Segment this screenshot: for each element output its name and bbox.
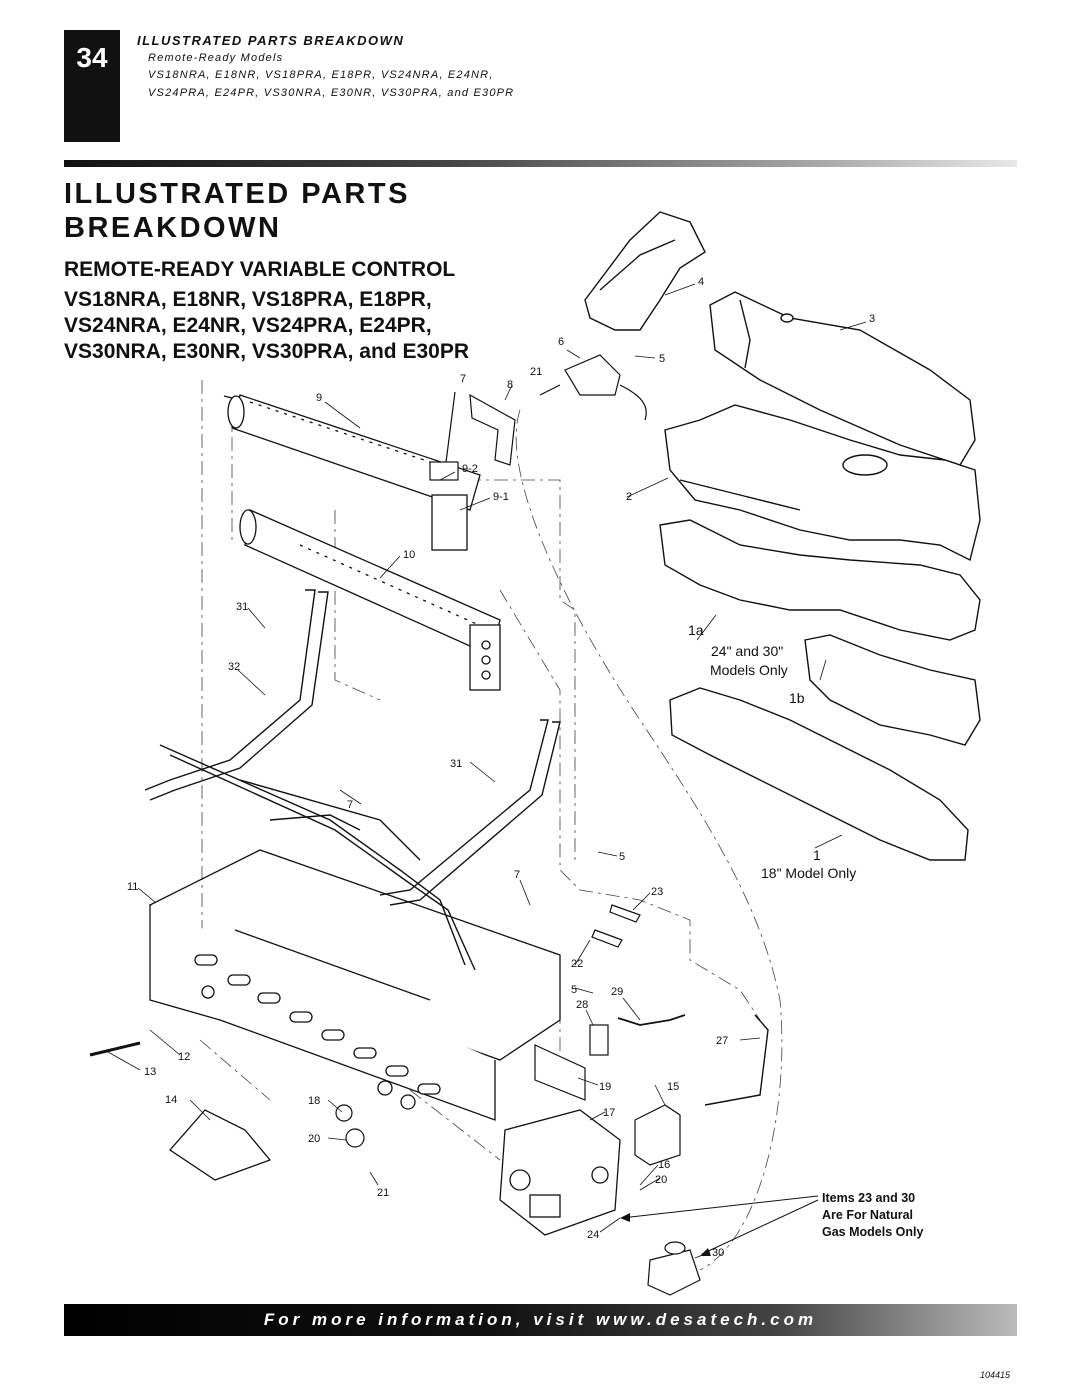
burner-10: [239, 509, 501, 691]
callout-16: 16: [658, 1159, 670, 1171]
callout-4: 4: [698, 276, 704, 288]
log-1: [669, 687, 969, 861]
log-1a: [659, 519, 981, 641]
callout-31-bottom: 31: [450, 758, 462, 770]
callout-9: 9: [316, 392, 322, 404]
header-rule: [64, 160, 1017, 167]
footer-website-text: For more information, visit www.desatech…: [263, 1310, 818, 1329]
header-models-line-1: VS18NRA, E18NR, VS18PRA, E18PR, VS24NRA,…: [148, 69, 494, 81]
callout-8: 8: [507, 379, 513, 391]
callout-20: 18: [308, 1095, 320, 1107]
callout-23: 24: [587, 1229, 599, 1241]
log-1b: [804, 634, 981, 746]
burner-9: [223, 394, 481, 551]
callout-21: 19: [599, 1081, 611, 1093]
grate-32: [144, 589, 561, 971]
callout-13: 13: [144, 1066, 156, 1078]
leader-lines: [107, 283, 867, 1259]
footer-bar: For more information, visit www.desatech…: [64, 1304, 1017, 1336]
header-subtitle: Remote-Ready Models: [148, 52, 284, 64]
bracket-8: [429, 391, 516, 481]
callout-24: 21: [530, 366, 542, 378]
callout-5-middle: 5: [619, 851, 625, 863]
callout-1b: 1b: [789, 690, 805, 706]
page-title-line-1: ILLUSTRATED PARTS: [64, 178, 410, 210]
log-2: [664, 404, 981, 562]
igniter-13: [89, 1041, 141, 1057]
plate-21: [534, 1044, 586, 1101]
callout-5-bottom: 5: [571, 984, 577, 996]
note-arrows: [621, 1195, 819, 1255]
pilot-assembly-6: [539, 354, 647, 421]
models-line-2: VS24NRA, E24NR, VS24PRA, E24PR,: [64, 314, 432, 337]
logs-group: [584, 211, 981, 861]
header-models-line-2: VS24PRA, E24PR, VS30NRA, E30NR, VS30PRA,…: [148, 87, 515, 99]
section-subtitle: REMOTE-READY VARIABLE CONTROL: [64, 258, 456, 281]
callout-10: 10: [403, 549, 415, 561]
callout-25: 22: [571, 958, 583, 970]
wire-harness-29: [617, 1014, 686, 1026]
note-line-3: Gas Models Only: [822, 1225, 924, 1239]
tube-27: [704, 1014, 769, 1106]
note-models-only: Models Only: [710, 662, 788, 678]
header-title: ILLUSTRATED PARTS BREAKDOWN: [137, 33, 405, 48]
callout-32: 32: [228, 661, 240, 673]
log-4: [584, 211, 706, 331]
callout-7-middle: 7: [347, 799, 353, 811]
callout-5-top: 5: [659, 353, 665, 365]
callout-1a: 1a: [688, 622, 704, 638]
models-line-3: VS30NRA, E30NR, VS30PRA, and E30PR: [64, 340, 469, 363]
callout-22: 21: [377, 1187, 389, 1199]
callout-30: 30: [712, 1247, 724, 1259]
callout-1: 1: [813, 847, 821, 863]
callout-28: 28: [576, 999, 588, 1011]
callout-12: 12: [178, 1051, 190, 1063]
callout-17: 17: [603, 1107, 615, 1119]
callout-19: 20: [308, 1133, 320, 1145]
document-number: 104415: [980, 1370, 1011, 1380]
dashed-guides: [199, 380, 783, 1271]
note-arrowheads: [620, 1213, 711, 1256]
callout-7-top: 7: [460, 373, 466, 385]
gas-valve: [499, 1109, 621, 1236]
page-number: 34: [76, 42, 108, 73]
callout-9-1: 9-1: [493, 491, 509, 503]
callout-11: 11: [127, 881, 138, 893]
note-line-1: Items 23 and 30: [822, 1191, 916, 1205]
models-line-1: VS18NRA, E18NR, VS18PRA, E18PR,: [64, 288, 432, 311]
callout-9-2: 9-2: [462, 463, 478, 475]
note-24-30: 24" and 30": [711, 643, 783, 659]
callout-18: 20: [655, 1174, 667, 1186]
bracket-15: [634, 1104, 681, 1166]
callout-2: 2: [626, 491, 632, 503]
page-title-line-2: BREAKDOWN: [64, 212, 282, 244]
callout-26: 23: [651, 886, 663, 898]
callout-31-top: 31: [236, 601, 248, 613]
callout-15: 15: [667, 1081, 679, 1093]
callout-29: 29: [611, 986, 623, 998]
switch-28: [589, 1024, 609, 1056]
fittings-19-20: [335, 1104, 365, 1148]
burner-pan-11: [148, 849, 561, 1121]
page-number-box: 34: [64, 30, 120, 142]
callout-6: 6: [558, 336, 564, 348]
callout-14: 14: [165, 1094, 177, 1106]
fittings-25-26: [591, 904, 641, 948]
callout-27: 27: [716, 1035, 728, 1047]
callout-7-bottom: 7: [514, 869, 520, 881]
natural-gas-note: Items 23 and 30 Are For Natural Gas Mode…: [822, 1190, 923, 1241]
heat-shield-14: [169, 1109, 272, 1181]
callout-3: 3: [869, 313, 875, 325]
part-30: [647, 1241, 701, 1296]
note-18-model-only: 18" Model Only: [761, 865, 856, 881]
note-line-2: Are For Natural: [822, 1208, 913, 1222]
callout-labels: 4 3 6 21 5 7 8 9 9-2 9-1 2 10 31 1a 24" …: [127, 276, 875, 1259]
